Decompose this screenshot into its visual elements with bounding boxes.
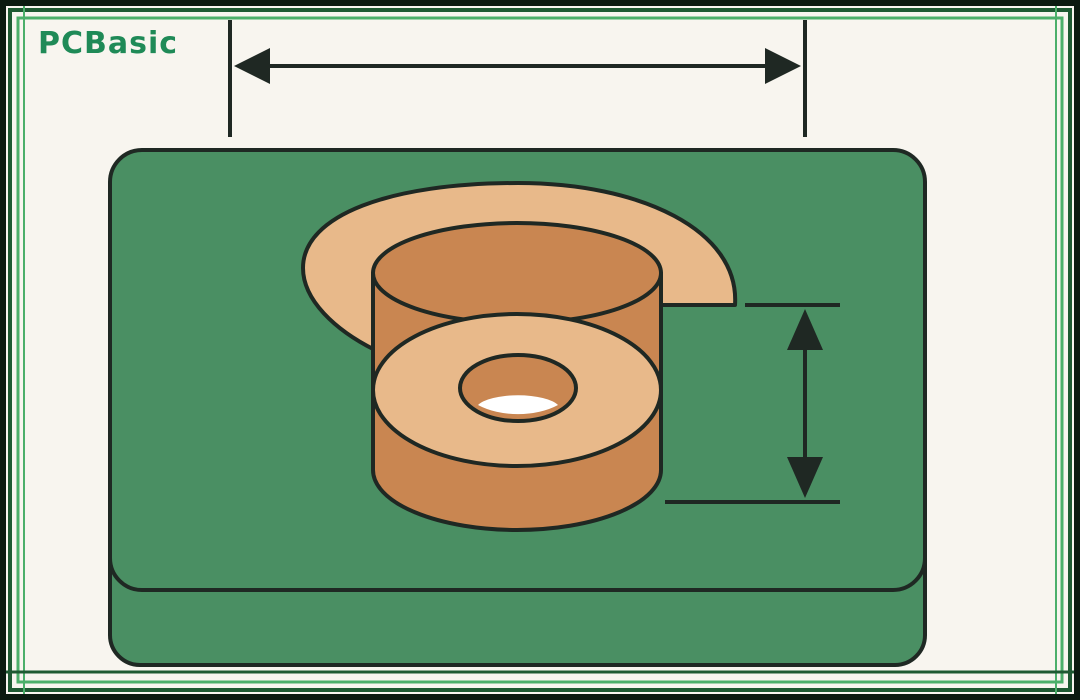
arrow-down-icon [787, 457, 823, 498]
arrow-left-icon [234, 48, 270, 84]
arrow-up-icon [787, 309, 823, 350]
height-dimension [665, 303, 840, 504]
frame-border [6, 6, 1074, 694]
hole-opening [478, 395, 558, 415]
arrow-right-icon [765, 48, 801, 84]
width-dimension [228, 20, 807, 137]
pcbasic-logo: PCBasic [38, 26, 179, 61]
barrel-top [371, 221, 663, 325]
